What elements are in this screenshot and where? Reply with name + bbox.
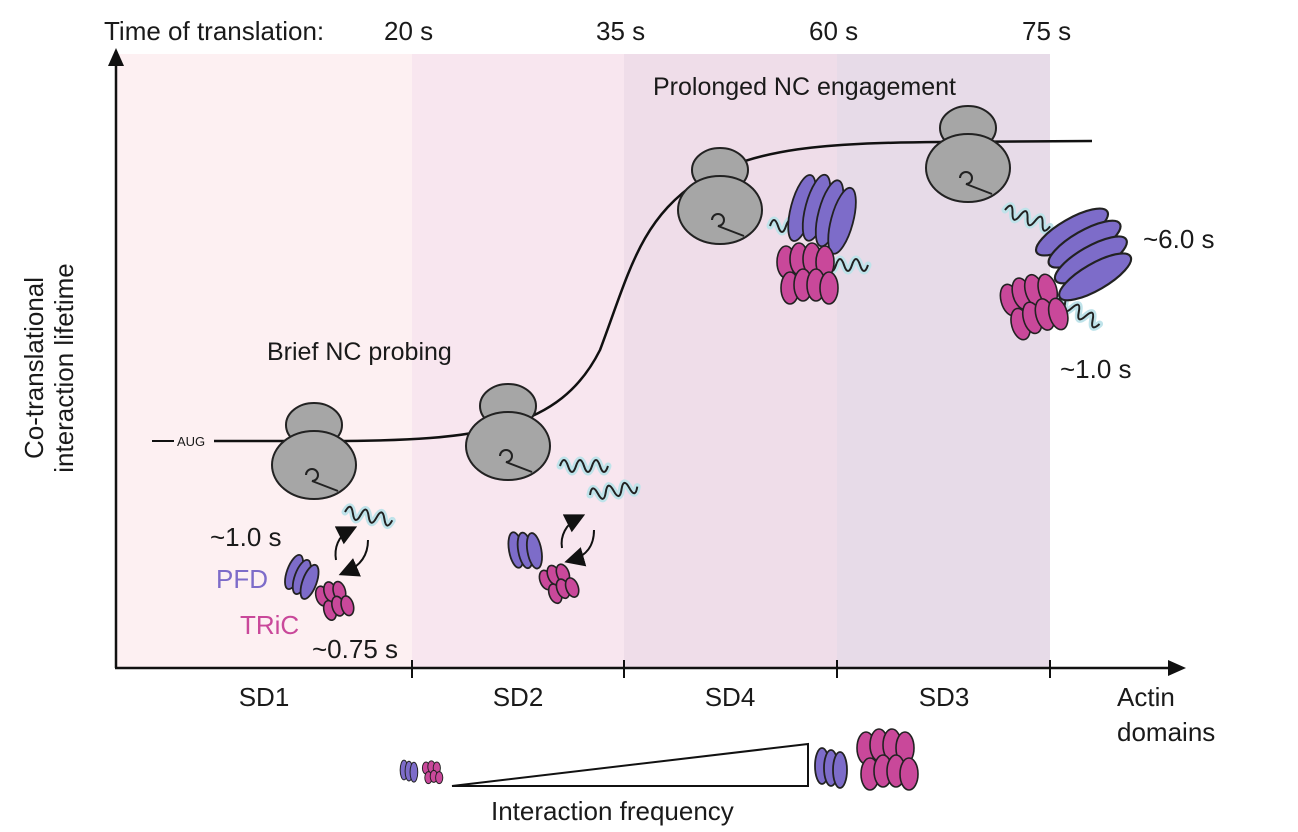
- domain-label-sd4: SD4: [705, 682, 756, 712]
- pfd-time-long: ~6.0 s: [1143, 224, 1215, 254]
- band-sd4: [624, 54, 837, 668]
- frequency-wedge: [451, 742, 809, 787]
- time-label-60s: 60 s: [809, 16, 858, 46]
- x-axis-label-line2: domains: [1117, 717, 1215, 747]
- nascent-chain-sd2-a: [560, 460, 608, 472]
- time-of-translation-label: Time of translation:: [104, 16, 324, 46]
- pfd-legend-label: PFD: [216, 564, 268, 594]
- y-axis-label: Co-translational interaction lifetime: [19, 263, 79, 473]
- exchange-arrow-sd1-b: [338, 539, 369, 577]
- pfd-small-bottom: [399, 759, 419, 783]
- exchange-arrow-sd1-a: [334, 526, 358, 561]
- brief-nc-probing-label: Brief NC probing: [267, 338, 452, 366]
- pfd-time-short: ~1.0 s: [210, 522, 282, 552]
- y-axis-label-line2: interaction lifetime: [49, 263, 79, 473]
- exchange-arrow-sd2-b: [564, 529, 595, 567]
- exchange-arrow-sd2-a: [560, 514, 586, 549]
- tric-time-short: ~0.75 s: [312, 634, 398, 664]
- domain-label-sd3: SD3: [919, 682, 970, 712]
- pfd-large-bottom: [814, 747, 848, 789]
- tric-legend-label: TRiC: [240, 610, 299, 640]
- aug-label: AUG: [177, 434, 205, 449]
- time-label-35s: 35 s: [596, 16, 645, 46]
- tric-large-bottom: [856, 728, 919, 791]
- time-label-20s: 20 s: [384, 16, 433, 46]
- domain-label-sd1: SD1: [239, 682, 290, 712]
- x-axis-arrowhead: [1168, 660, 1186, 676]
- y-axis-label-line1: Co-translational: [19, 277, 49, 459]
- y-axis-arrowhead: [108, 48, 124, 66]
- prolonged-nc-engagement-label: Prolonged NC engagement: [653, 73, 956, 101]
- tric-small-bottom: [421, 760, 444, 785]
- time-label-75s: 75 s: [1022, 16, 1071, 46]
- interaction-frequency-label: Interaction frequency: [491, 796, 734, 826]
- tric-sd4: [776, 242, 839, 305]
- x-axis-label-line1: Actin: [1117, 682, 1175, 712]
- domain-label-sd2: SD2: [493, 682, 544, 712]
- tric-time-long: ~1.0 s: [1060, 354, 1132, 384]
- band-sd1: [116, 54, 412, 668]
